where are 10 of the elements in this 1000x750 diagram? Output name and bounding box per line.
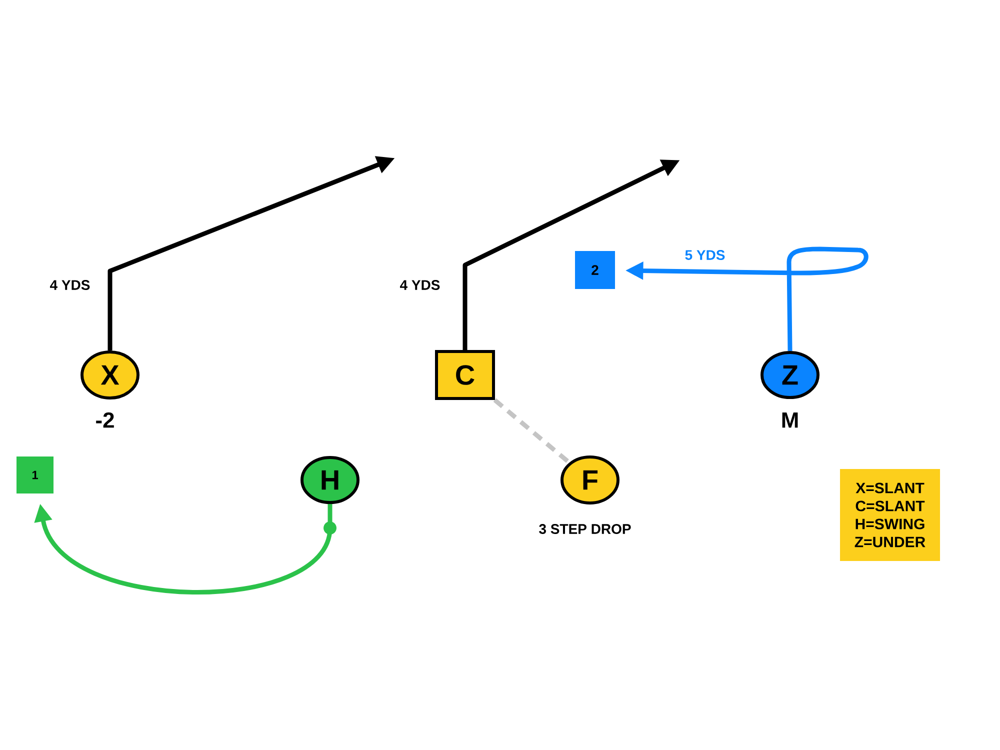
key-box: X=SLANT C=SLANT H=SWING Z=UNDER bbox=[840, 469, 940, 561]
player-note: -2 bbox=[96, 412, 114, 428]
player-square: C bbox=[435, 350, 495, 400]
number-box: 1 bbox=[16, 456, 54, 494]
edge-label: 4 YDS bbox=[48, 278, 92, 292]
player-note: M bbox=[782, 412, 798, 428]
edge-label: 5 YDS bbox=[682, 248, 728, 262]
number-box: 2 bbox=[575, 251, 615, 289]
player-note: 3 STEP DROP bbox=[539, 524, 631, 534]
edge-label: 4 YDS bbox=[398, 278, 442, 292]
